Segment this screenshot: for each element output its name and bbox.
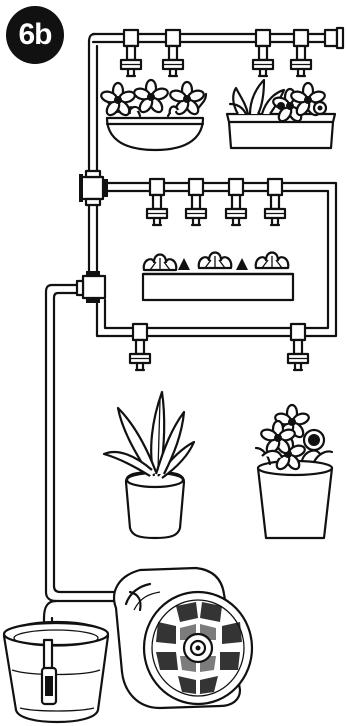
herb-box bbox=[141, 251, 295, 302]
tee-connector bbox=[75, 271, 107, 303]
pump bbox=[40, 638, 58, 706]
flower-pot-with-blooms bbox=[254, 403, 334, 540]
dripper-row-middle bbox=[145, 177, 287, 227]
end-cap bbox=[323, 26, 345, 50]
potted-plant bbox=[102, 390, 196, 540]
step-badge: 6b bbox=[6, 6, 64, 64]
tee-connector bbox=[79, 169, 108, 207]
dripper-row-top bbox=[119, 28, 313, 78]
window-box bbox=[225, 78, 337, 150]
flower-pot bbox=[98, 78, 208, 152]
dripper-row-bottom bbox=[128, 322, 310, 372]
solar-pump-unit bbox=[113, 566, 254, 710]
